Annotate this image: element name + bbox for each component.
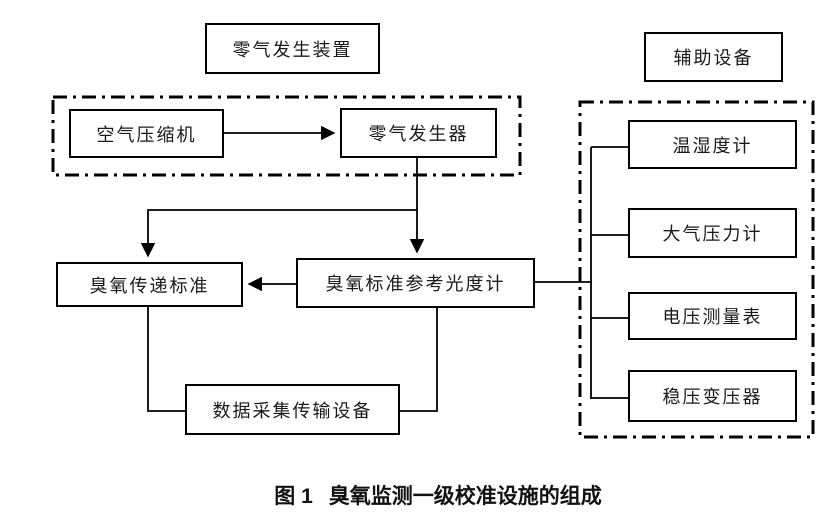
node-thermo-hygrometer: 温湿度计 <box>628 120 797 169</box>
figure-caption-title: 臭氧监测一级校准设施的组成 <box>328 485 602 508</box>
zero-gas-group-border <box>51 95 522 177</box>
node-data-acquisition: 数据采集传输设备 <box>185 384 400 435</box>
line-transfer-standard-to-data <box>147 307 185 412</box>
line-photometer-to-data <box>400 308 438 412</box>
node-zero-gas-generator: 零气发生器 <box>340 108 497 158</box>
group-title-auxiliary: 辅助设备 <box>644 32 783 82</box>
group-title-zero-gas: 零气发生装置 <box>205 23 380 74</box>
node-voltmeter: 电压测量表 <box>628 292 797 340</box>
arrow-branch-to-transfer-standard <box>140 209 417 258</box>
auxiliary-group-border <box>578 100 815 439</box>
node-voltage-stabilizer: 稳压变压器 <box>628 370 797 422</box>
node-ozone-transfer-standard: 臭氧传递标准 <box>56 262 243 307</box>
node-ozone-reference-photometer: 臭氧标准参考光度计 <box>296 258 535 308</box>
figure-caption: 图 1 臭氧监测一级校准设施的组成 <box>274 480 602 510</box>
node-barometer: 大气压力计 <box>628 208 797 258</box>
node-air-compressor: 空气压缩机 <box>69 109 224 158</box>
figure-caption-label: 图 1 <box>274 485 313 508</box>
